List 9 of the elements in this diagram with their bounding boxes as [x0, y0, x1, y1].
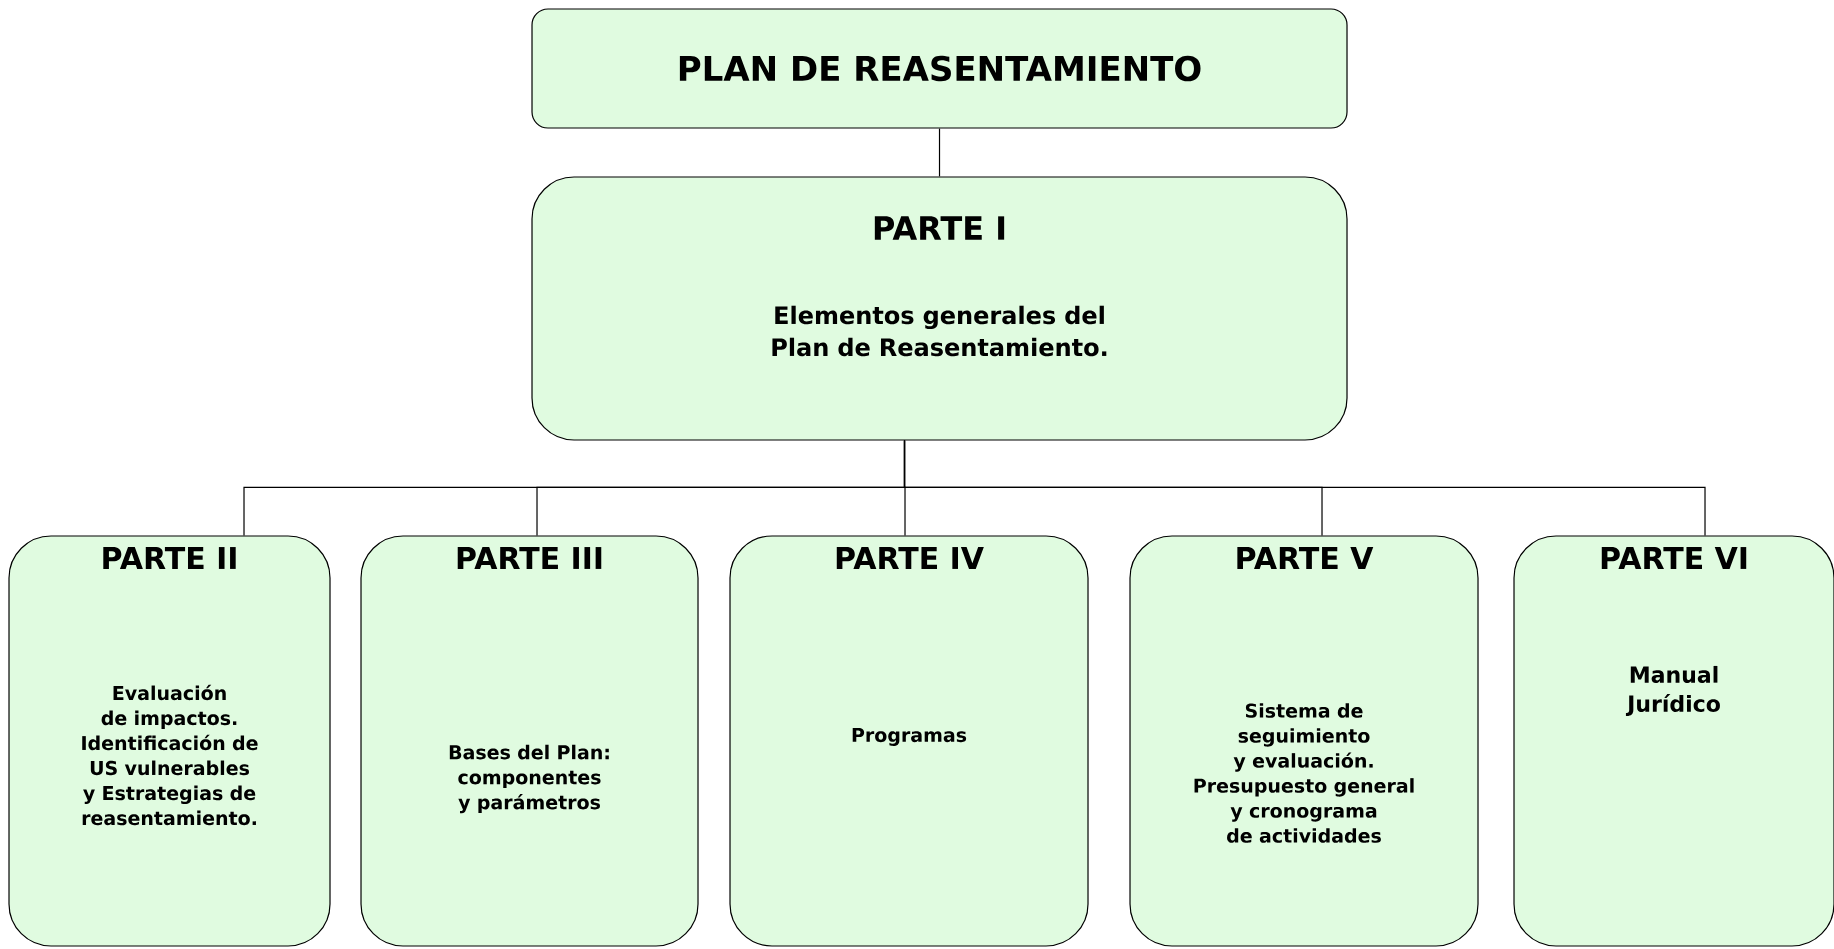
title-box: PLAN DE REASENTAMIENTO: [531, 8, 1348, 129]
part-box: PARTE I Elementos generales del Plan de Reasentamiento.: [531, 176, 1348, 441]
connector-line: [938, 128, 941, 177]
part-box: PARTE II Evaluación de impactos. Identificación de US vulnerables y Estrategias de reasentamiento.: [8, 535, 331, 947]
part-box: PARTE III Bases del Plan: componentes y parámetros: [360, 535, 699, 947]
part-box: PARTE V Sistema de seguimiento y evaluación. Presupuesto general y cronograma de actividades: [1129, 535, 1479, 947]
connector-line: [903, 440, 1706, 536]
part-box: PARTE VI Manual Jurídico: [1513, 535, 1834, 947]
part-box: PARTE IV Programas: [729, 535, 1089, 947]
